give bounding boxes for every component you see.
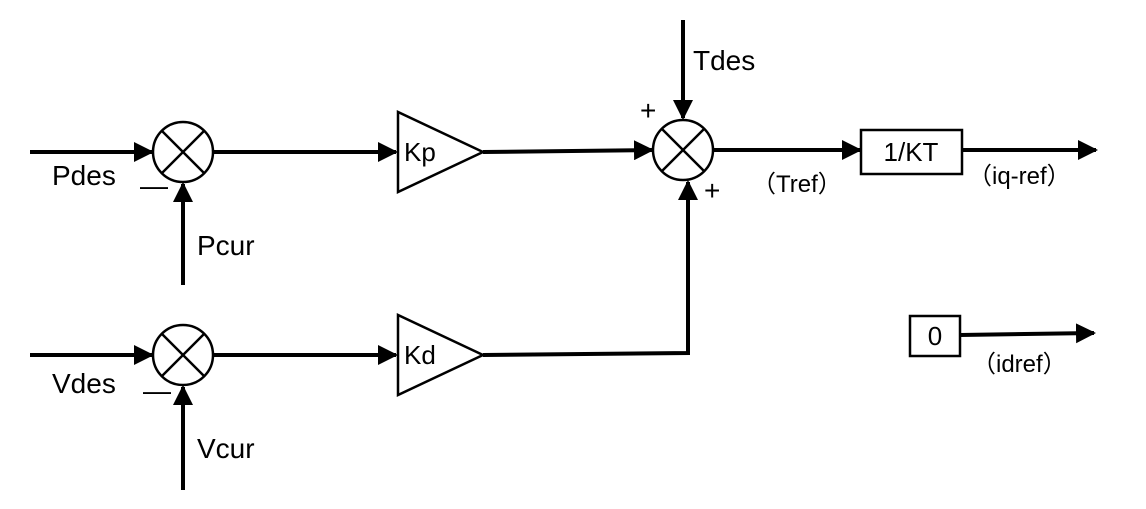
summing-junction-torque xyxy=(651,118,715,182)
kp-gain-block xyxy=(396,110,486,194)
kp-label: Kp xyxy=(404,137,436,167)
pcur-label: Pcur xyxy=(197,230,255,261)
summing-junction-position xyxy=(151,120,215,184)
zero-block xyxy=(908,314,962,358)
sum1-minus-sign: — xyxy=(140,170,168,201)
kd-label: Kd xyxy=(404,340,436,370)
vdes-label: Vdes xyxy=(52,368,116,399)
iq-ref-label: （iq-ref） xyxy=(968,163,1071,190)
sum2-minus-sign: — xyxy=(143,375,171,406)
tdes-label: Tdes xyxy=(693,45,755,76)
sum3-plus-bottom-sign: + xyxy=(704,175,720,206)
idref-label: （idref） xyxy=(972,351,1067,378)
pdes-label: Pdes xyxy=(52,160,116,191)
kd-output-arrow xyxy=(482,180,698,357)
tref-label: （Tref） xyxy=(752,171,842,198)
kd-gain-block xyxy=(396,313,486,397)
sum3-plus-top-sign: + xyxy=(640,95,656,126)
kp-output-arrow xyxy=(482,140,654,161)
kt-label: 1/KT xyxy=(884,137,939,167)
kt-block xyxy=(859,128,964,176)
idref-output-arrow xyxy=(959,323,1096,344)
zero-label: 0 xyxy=(928,321,942,351)
vcur-label: Vcur xyxy=(197,433,255,464)
